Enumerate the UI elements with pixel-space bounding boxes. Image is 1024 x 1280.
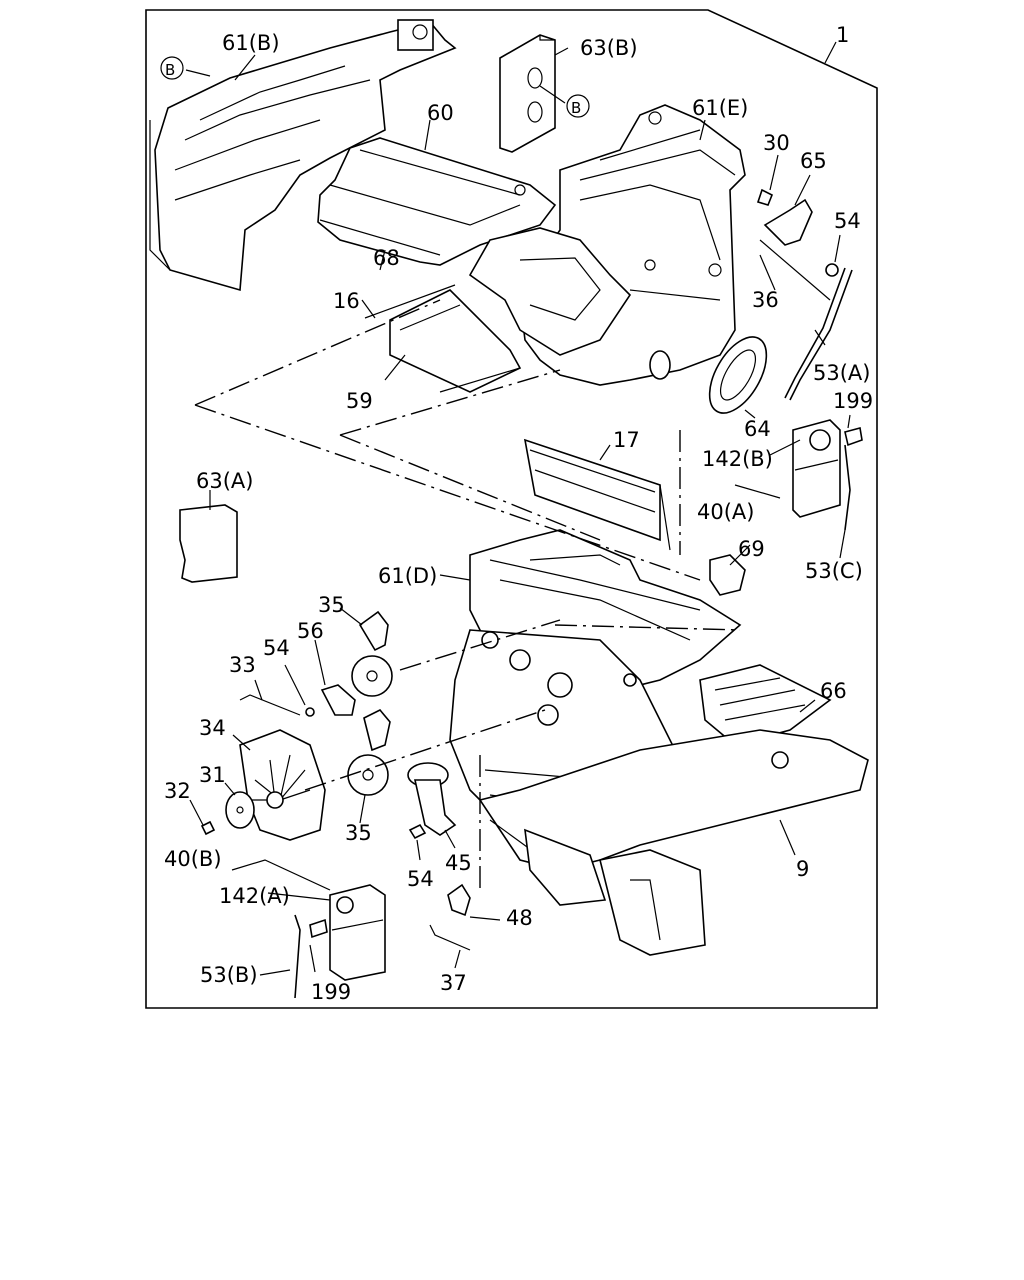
diagram-frame	[145, 9, 878, 1009]
callout-53a: 53(A)	[813, 361, 870, 385]
callout-63a: 63(A)	[196, 469, 253, 493]
callout-30: 30	[763, 131, 790, 155]
callout-64: 64	[744, 417, 771, 441]
callout-199-bottom: 199	[311, 980, 351, 1004]
lever-48	[447, 883, 471, 917]
callout-40b: 40(B)	[164, 847, 222, 871]
control-plate-34	[239, 729, 326, 841]
dash-dot-guides	[194, 299, 741, 890]
callout-54-bottom: 54	[407, 867, 434, 891]
callout-56: 56	[297, 619, 324, 643]
callout-b-marker-left: B	[165, 61, 175, 79]
callout-142b: 142(B)	[702, 447, 773, 471]
callout-33: 33	[229, 653, 256, 677]
callout-17: 17	[613, 428, 640, 452]
callout-199-top: 199	[833, 389, 873, 413]
callout-16: 16	[333, 289, 360, 313]
callout-40a: 40(A)	[697, 500, 754, 524]
actuator-40b	[294, 884, 386, 999]
callout-35-top: 35	[318, 593, 345, 617]
clip-69	[709, 554, 746, 596]
callout-63b: 63(B)	[580, 36, 638, 60]
cam-35-lower	[347, 709, 391, 796]
callout-54-mid: 54	[263, 636, 290, 660]
callout-53b: 53(B)	[200, 963, 258, 987]
callout-1: 1	[836, 23, 849, 47]
filter-17	[523, 438, 671, 551]
callout-54-top: 54	[834, 209, 861, 233]
callout-68: 68	[373, 246, 400, 270]
screw-32	[200, 820, 216, 836]
callout-61b: 61(B)	[222, 31, 280, 55]
rod-37	[429, 924, 471, 951]
lower-housing-assembly	[449, 529, 869, 956]
foam-pad-63b	[499, 34, 556, 153]
linkage-upper	[756, 188, 853, 401]
callout-34: 34	[199, 716, 226, 740]
callout-69: 69	[738, 537, 765, 561]
callout-61e: 61(E)	[692, 96, 748, 120]
callout-31: 31	[199, 763, 226, 787]
callout-b-marker-right: B	[571, 99, 581, 117]
callout-142a: 142(A)	[219, 884, 290, 908]
lever-56	[320, 684, 356, 716]
callout-9: 9	[796, 857, 809, 881]
upper-duct-assembly	[149, 19, 768, 414]
callout-36: 36	[752, 288, 779, 312]
cam-35-upper	[351, 610, 393, 697]
flap-door-59	[364, 284, 522, 393]
callout-60: 60	[427, 101, 454, 125]
callout-65: 65	[800, 149, 827, 173]
actuator-40a	[792, 419, 863, 531]
callout-59: 59	[346, 389, 373, 413]
arm-45	[407, 762, 457, 836]
callout-37: 37	[440, 971, 467, 995]
callout-35-bottom: 35	[345, 821, 372, 845]
callout-45: 45	[445, 851, 472, 875]
callout-53c: 53(C)	[805, 559, 863, 583]
callout-32: 32	[164, 779, 191, 803]
knob-31	[225, 791, 255, 829]
callout-labels: 1 61(B) B 63(B) B 60 61(E) 30 65 54 68 1…	[160, 23, 873, 1004]
screw-54c	[408, 823, 427, 840]
callout-48: 48	[506, 906, 533, 930]
screw-54b	[305, 707, 315, 717]
callout-61d: 61(D)	[378, 564, 437, 588]
foam-pad-63a	[179, 504, 238, 583]
rod-33	[239, 694, 301, 716]
leader-lines	[185, 41, 851, 976]
callout-66: 66	[820, 679, 847, 703]
